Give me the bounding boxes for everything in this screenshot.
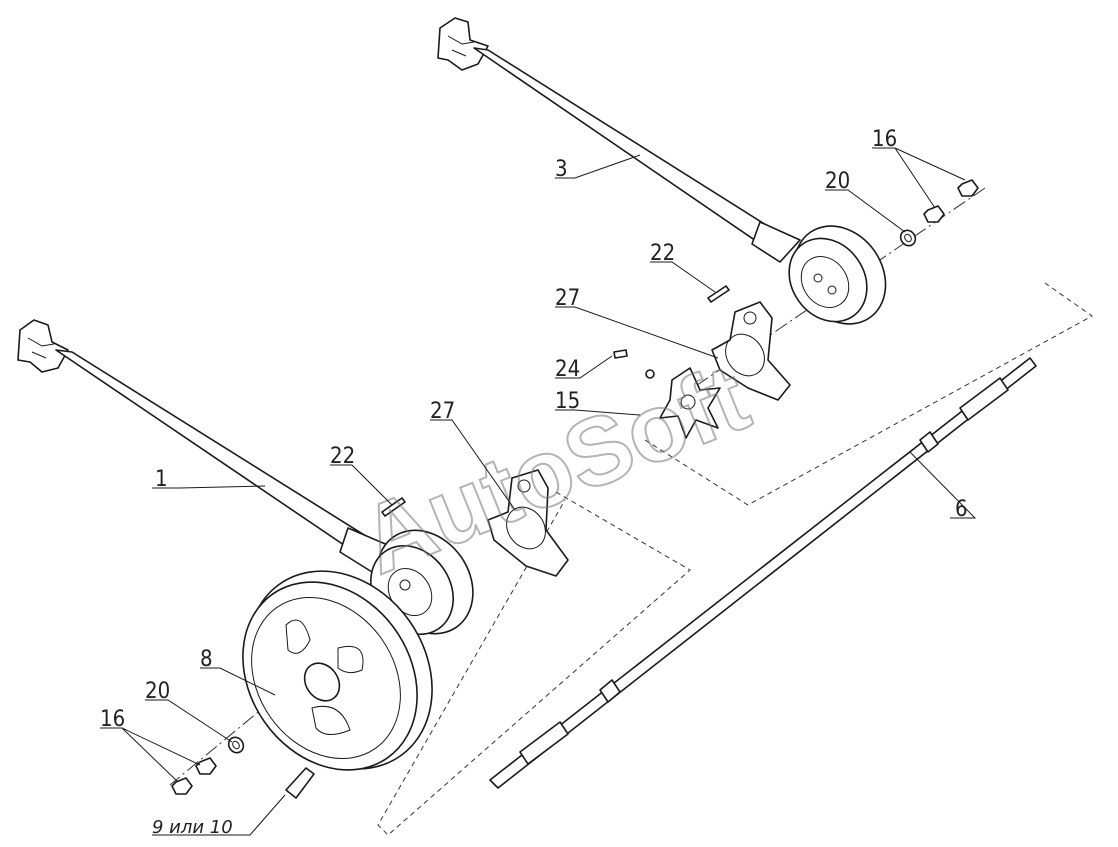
callout-27-left: 27 xyxy=(430,399,455,424)
part-24-screw xyxy=(613,349,655,379)
part-22-upper-pin xyxy=(707,285,730,303)
callout-24: 24 xyxy=(555,357,580,382)
callout-20-bottom: 20 xyxy=(145,679,170,704)
part-16-lower-nuts xyxy=(171,757,217,795)
dashed-guide-lower xyxy=(377,491,691,836)
part-1-lower-arm xyxy=(17,319,474,636)
part-27-lower-bracket xyxy=(487,469,569,577)
part-27-upper-bracket xyxy=(711,301,791,401)
callout-1: 1 xyxy=(155,467,168,492)
callout-8: 8 xyxy=(200,647,213,672)
callout-3: 3 xyxy=(555,157,568,182)
dashed-guide-upper xyxy=(644,282,1093,506)
callout-22-left: 22 xyxy=(330,444,355,469)
part-15-impeller xyxy=(659,367,721,439)
leader-lines xyxy=(100,147,977,836)
callout-27-top: 27 xyxy=(555,286,580,311)
callout-9-or-10: 9 или 10 xyxy=(152,817,233,838)
callout-22-top: 22 xyxy=(650,241,675,266)
callout-16-top: 16 xyxy=(872,127,897,152)
part-22-lower-pin xyxy=(381,497,406,517)
part-9-10-key xyxy=(285,767,315,799)
callout-15: 15 xyxy=(555,389,580,414)
part-8-pulley xyxy=(242,570,433,771)
part-16-upper-nuts xyxy=(923,179,979,223)
part-6-shaft xyxy=(489,357,1037,789)
callout-20-top: 20 xyxy=(825,169,850,194)
part-20-lower-washer xyxy=(227,736,245,754)
callout-6: 6 xyxy=(955,497,968,522)
part-3-upper-arm xyxy=(437,17,887,325)
callout-16-bottom: 16 xyxy=(100,707,125,732)
